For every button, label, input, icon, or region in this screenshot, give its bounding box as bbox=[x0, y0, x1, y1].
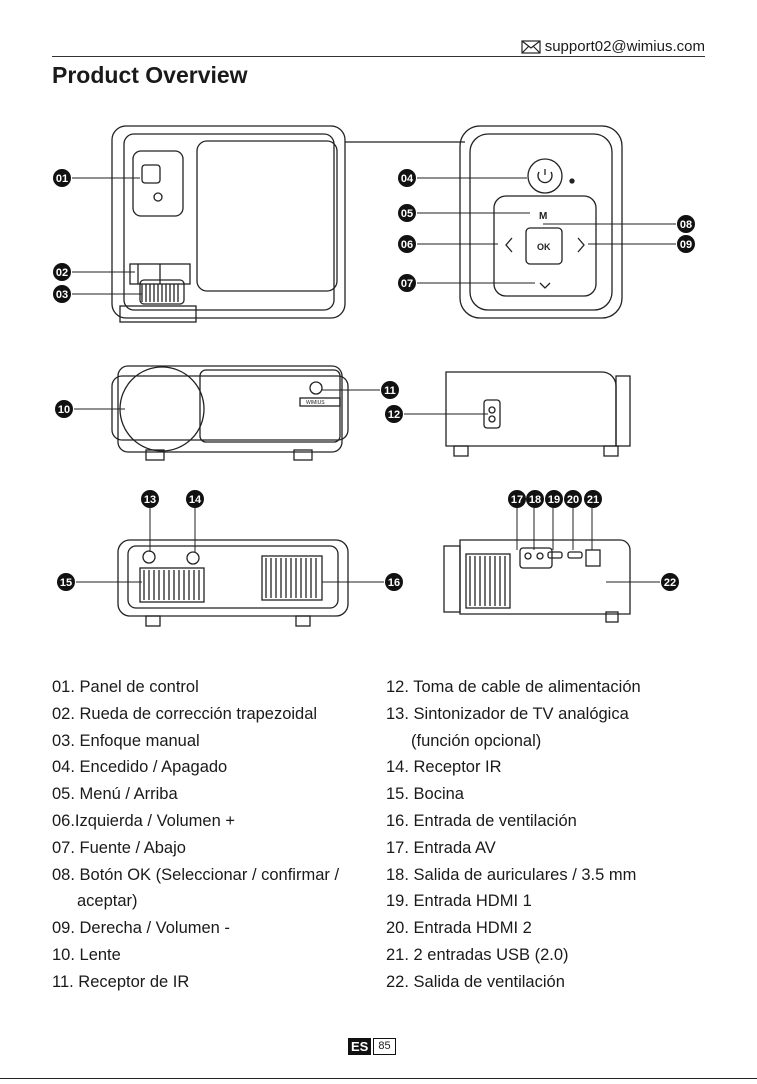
callout-13: 13 bbox=[141, 490, 159, 508]
svg-text:21: 21 bbox=[587, 494, 599, 506]
svg-text:M: M bbox=[539, 211, 547, 222]
svg-text:WIMIUS: WIMIUS bbox=[306, 400, 325, 406]
legend-item: 18. Salida de auriculares / 3.5 mm bbox=[386, 865, 637, 884]
legend-item: 16. Entrada de ventilación bbox=[386, 811, 577, 830]
callout-16: 16 bbox=[385, 573, 403, 591]
svg-text:14: 14 bbox=[189, 494, 202, 506]
legend-item: 02. Rueda de corrección trapezoidal bbox=[52, 704, 318, 723]
legend-item: 20. Entrada HDMI 2 bbox=[386, 919, 532, 938]
callout-22: 22 bbox=[661, 573, 679, 591]
svg-text:22: 22 bbox=[664, 577, 676, 589]
legend-item: 05. Menú / Arriba bbox=[52, 785, 178, 804]
legend-left: 01. Panel de control 02. Rueda de correcc… bbox=[52, 674, 339, 996]
callout-09: 09 bbox=[677, 235, 695, 253]
header-rule bbox=[52, 56, 705, 57]
callout-05: 05 bbox=[398, 204, 416, 222]
email-text: support02@wimius.com bbox=[544, 38, 705, 55]
callout-14: 14 bbox=[186, 490, 204, 508]
callout-18: 18 bbox=[526, 490, 544, 508]
legend-item: 11. Receptor de IR bbox=[52, 972, 190, 991]
legend-item: (función opcional) bbox=[411, 731, 542, 750]
legend-item: 15. Bocina bbox=[386, 785, 464, 804]
projector-ports-view bbox=[443, 539, 631, 623]
callout-21: 21 bbox=[584, 490, 602, 508]
product-illustrations: OK M WIMIUS bbox=[53, 125, 695, 627]
legend-item: 04. Encedido / Apagado bbox=[52, 758, 228, 777]
svg-text:10: 10 bbox=[58, 404, 70, 416]
svg-text:06: 06 bbox=[401, 239, 413, 251]
footer-rule bbox=[0, 1078, 757, 1079]
callout-02: 02 bbox=[53, 263, 71, 281]
svg-text:05: 05 bbox=[401, 208, 413, 220]
svg-text:03: 03 bbox=[56, 289, 68, 301]
callout-01: 01 bbox=[53, 169, 71, 187]
svg-text:12: 12 bbox=[388, 409, 400, 421]
callout-10: 10 bbox=[55, 400, 73, 418]
page-number: 85 bbox=[373, 1038, 396, 1055]
page-title: Product Overview bbox=[52, 62, 248, 88]
callout-15: 15 bbox=[57, 573, 75, 591]
legend-right: 12. Toma de cable de alimentación 13. Sin… bbox=[386, 674, 641, 996]
svg-text:18: 18 bbox=[529, 494, 541, 506]
svg-text:20: 20 bbox=[567, 494, 579, 506]
callout-06: 06 bbox=[398, 235, 416, 253]
legend-item: 14. Receptor IR bbox=[386, 758, 502, 777]
svg-text:11: 11 bbox=[384, 385, 396, 397]
legend-item: 10. Lente bbox=[52, 945, 121, 964]
svg-text:04: 04 bbox=[401, 173, 414, 185]
legend-item: 17. Entrada AV bbox=[386, 838, 496, 857]
projector-top-view bbox=[111, 125, 346, 323]
svg-text:13: 13 bbox=[144, 494, 156, 506]
callout-08: 08 bbox=[677, 215, 695, 233]
svg-text:08: 08 bbox=[680, 219, 692, 231]
callout-03: 03 bbox=[53, 285, 71, 303]
svg-text:OK: OK bbox=[537, 242, 551, 252]
svg-text:02: 02 bbox=[56, 267, 68, 279]
legend-item: 08. Botón OK (Seleccionar / confirmar / bbox=[52, 865, 340, 884]
callout-12: 12 bbox=[385, 405, 403, 423]
legend-item: 07. Fuente / Abajo bbox=[52, 838, 186, 857]
legend-item: 12. Toma de cable de alimentación bbox=[386, 678, 641, 696]
legend-item: 06.Izquierda / Volumen + bbox=[52, 811, 235, 830]
svg-text:07: 07 bbox=[401, 278, 413, 290]
language-badge: ES bbox=[348, 1038, 372, 1055]
legend-item: 13. Sintonizador de TV analógica bbox=[386, 704, 629, 723]
callout-19: 19 bbox=[545, 490, 563, 508]
callout-07: 07 bbox=[398, 274, 416, 292]
legend-item: 03. Enfoque manual bbox=[52, 731, 200, 750]
svg-text:19: 19 bbox=[548, 494, 560, 506]
legend-item: 21. 2 entradas USB (2.0) bbox=[386, 945, 569, 964]
projector-front-view: WIMIUS bbox=[111, 365, 349, 461]
svg-text:15: 15 bbox=[60, 577, 72, 589]
callout-20: 20 bbox=[564, 490, 582, 508]
callout-04: 04 bbox=[398, 169, 416, 187]
page-footer: ES 85 bbox=[348, 1038, 396, 1055]
svg-text:09: 09 bbox=[680, 239, 692, 251]
support-email: support02@wimius.com bbox=[521, 38, 705, 55]
svg-text:01: 01 bbox=[56, 173, 68, 185]
legend-item: 09. Derecha / Volumen - bbox=[52, 919, 230, 938]
projector-back-view bbox=[117, 539, 349, 627]
svg-text:17: 17 bbox=[511, 494, 523, 506]
legend-item: 01. Panel de control bbox=[52, 678, 199, 696]
control-panel-detail: OK M bbox=[345, 125, 623, 319]
callout-17: 17 bbox=[508, 490, 526, 508]
legend-item: 22. Salida de ventilación bbox=[386, 972, 565, 991]
callout-11: 11 bbox=[381, 381, 399, 399]
envelope-icon bbox=[521, 39, 541, 54]
svg-text:16: 16 bbox=[388, 577, 400, 589]
legend-item: 19. Entrada HDMI 1 bbox=[386, 892, 532, 911]
legend-item: aceptar) bbox=[77, 892, 138, 911]
